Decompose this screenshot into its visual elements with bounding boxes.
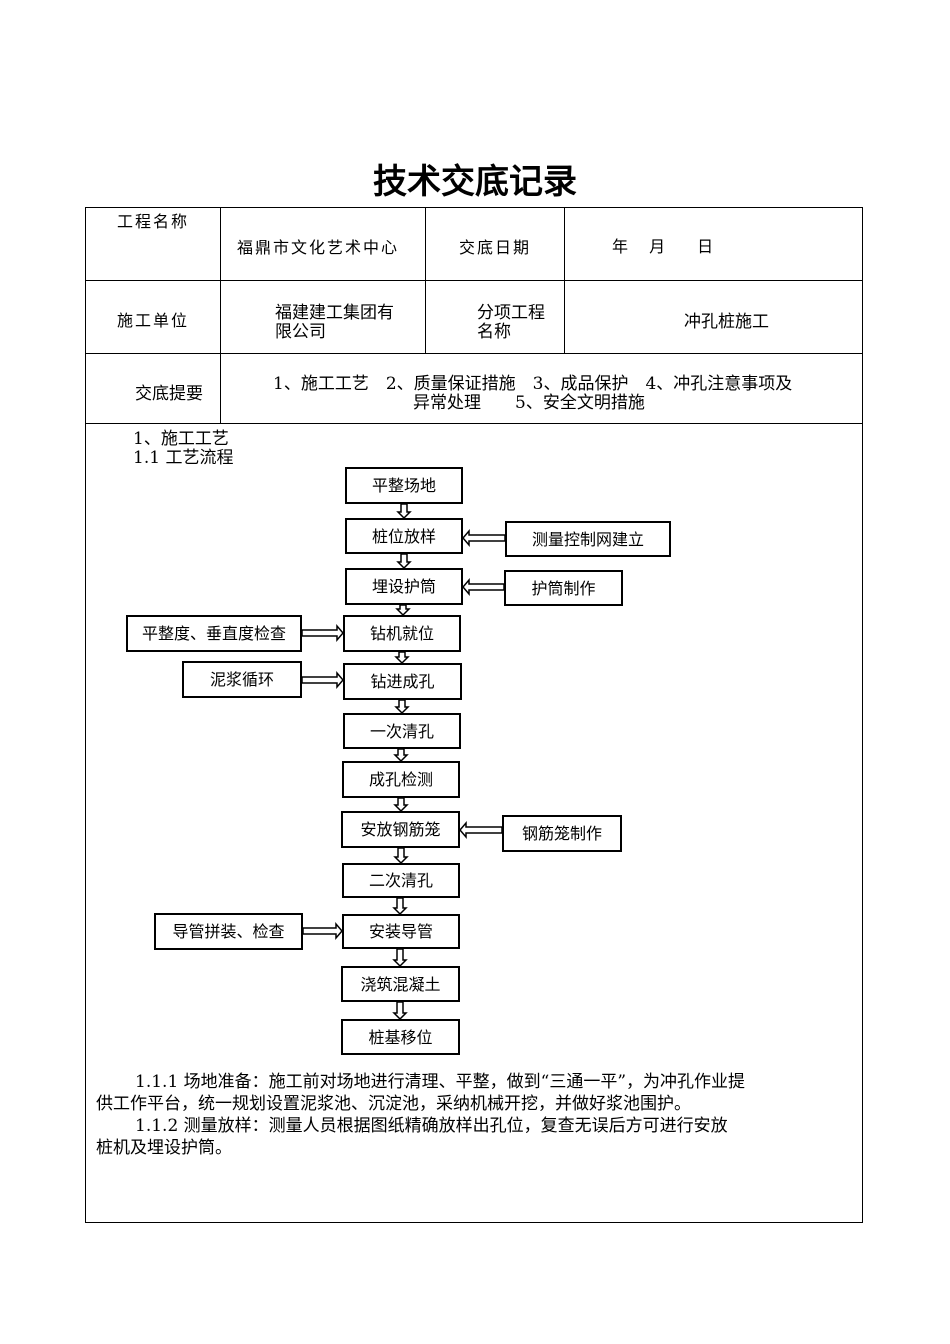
- col-divider: [220, 207, 221, 423]
- side-box-verticality-check: 平整度、垂直度检查: [126, 615, 302, 652]
- arrow-down: [392, 897, 408, 916]
- arrow-down: [393, 748, 409, 763]
- arrow-right: [302, 921, 343, 941]
- paragraph-2-line1: 1.1.2 测量放样：测量人员根据图纸精确放样出孔位，复查无误后方可进行安放: [135, 1116, 728, 1136]
- date-value: 年 月 日: [612, 237, 714, 256]
- paragraph-2-line2: 桩机及埋设护筒。: [96, 1138, 232, 1158]
- project-name-label: 工程名称: [117, 212, 190, 231]
- arrow-down: [394, 651, 410, 665]
- side-box-survey-control: 测量控制网建立: [505, 521, 671, 557]
- table-border-top: [85, 207, 863, 208]
- subitem-value: 冲孔桩施工: [684, 312, 769, 332]
- flow-box-install-tremie: 安装导管: [342, 914, 460, 949]
- flow-box-place-cage: 安放钢筋笼: [341, 811, 460, 848]
- summary-line2: 异常处理 5、安全文明措施: [413, 393, 645, 413]
- arrow-down: [392, 1001, 408, 1021]
- summary-label: 交底提要: [135, 384, 203, 404]
- date-label: 交底日期: [459, 238, 532, 257]
- arrow-down: [392, 948, 408, 968]
- col-divider: [425, 207, 426, 353]
- row-divider: [85, 280, 863, 281]
- col-divider: [564, 207, 565, 353]
- table-border-right: [862, 207, 863, 1223]
- flow-box-level-site: 平整场地: [345, 467, 463, 504]
- row-divider: [85, 353, 863, 354]
- subsection-heading: 1.1 工艺流程: [133, 448, 234, 468]
- arrow-down: [396, 503, 412, 520]
- flow-box-casing: 埋设护筒: [345, 568, 463, 605]
- arrow-left: [462, 528, 506, 548]
- section-heading: 1、施工工艺: [133, 429, 229, 449]
- arrow-down: [396, 553, 412, 570]
- table-border-left: [85, 207, 86, 1223]
- flow-box-pile-layout: 桩位放样: [345, 518, 463, 554]
- unit-value-line1: 福建建工集团有: [275, 303, 394, 323]
- unit-value-line2: 限公司: [275, 322, 326, 342]
- arrow-down: [394, 699, 410, 715]
- flow-box-second-cleaning: 二次清孔: [342, 863, 460, 898]
- arrow-right: [301, 670, 344, 690]
- row-divider: [85, 423, 863, 424]
- arrow-down: [395, 604, 411, 617]
- side-box-casing-make: 护筒制作: [504, 570, 623, 606]
- table-border-bottom: [85, 1222, 863, 1223]
- subitem-label-line2: 名称: [477, 322, 511, 342]
- subitem-label-line1: 分项工程: [477, 303, 545, 323]
- flow-box-rig-position: 钻机就位: [343, 615, 461, 652]
- flow-box-drilling: 钻进成孔: [343, 663, 462, 700]
- summary-line1: 1、施工工艺 2、质量保证措施 3、成品保护 4、冲孔注意事项及: [273, 374, 793, 394]
- flow-box-first-cleaning: 一次清孔: [343, 713, 461, 749]
- project-name-value: 福鼎市文化艺术中心: [237, 238, 400, 257]
- arrow-down: [393, 797, 409, 813]
- side-box-mud-circulation: 泥浆循环: [182, 661, 302, 698]
- side-box-cage-make: 钢筋笼制作: [502, 815, 622, 852]
- side-box-tremie-assembly: 导管拼装、检查: [154, 913, 303, 950]
- paragraph-1-line2: 供工作平台，统一规划设置泥浆池、沉淀池，采纳机械开挖，并做好浆池围护。: [96, 1094, 691, 1114]
- flow-box-hole-inspection: 成孔检测: [342, 761, 460, 798]
- arrow-left: [462, 577, 505, 597]
- paragraph-1-line1: 1.1.1 场地准备：施工前对场地进行清理、平整，做到“三通一平”，为冲孔作业提: [135, 1072, 746, 1092]
- arrow-left: [459, 820, 503, 840]
- arrow-down: [393, 847, 409, 865]
- page-title: 技术交底记录: [373, 162, 577, 202]
- flow-box-move-rig: 桩基移位: [341, 1019, 460, 1055]
- arrow-right: [301, 623, 344, 643]
- flow-box-pour-concrete: 浇筑混凝土: [341, 966, 460, 1002]
- unit-label: 施工单位: [117, 311, 190, 330]
